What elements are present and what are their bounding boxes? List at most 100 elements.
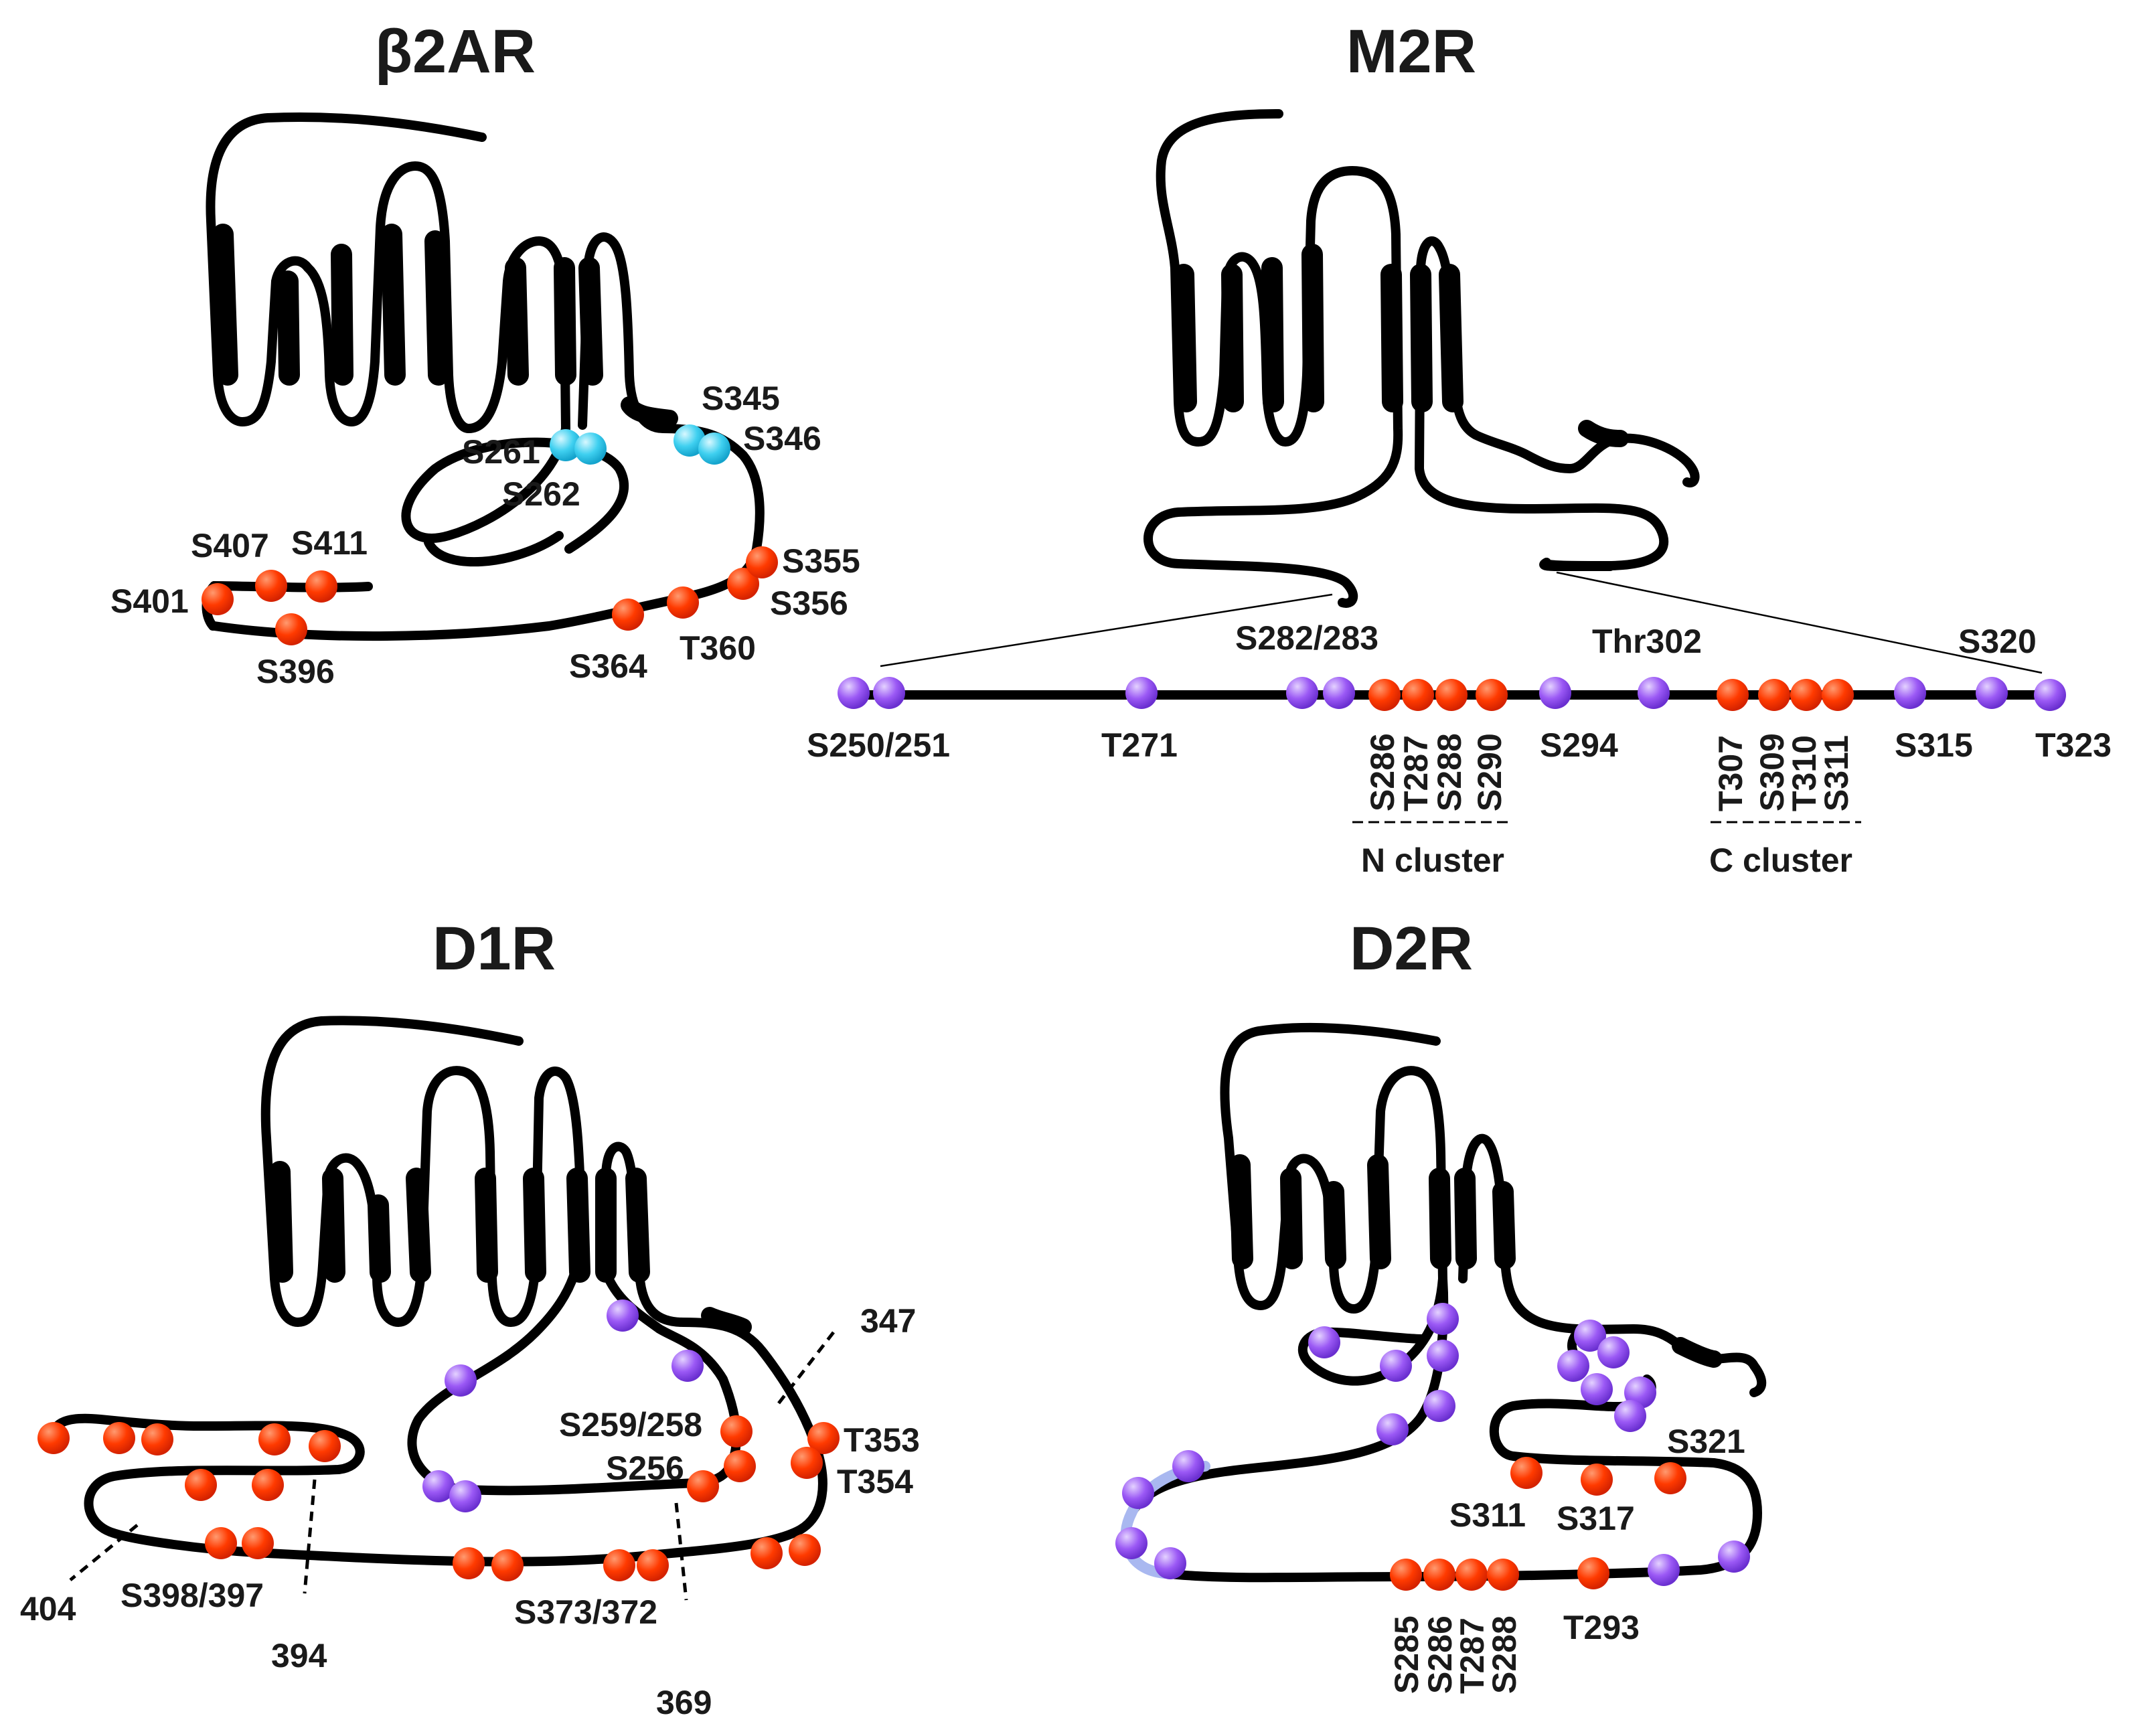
b2ar-site-s411 — [305, 570, 337, 603]
panel-b2ar: β2AR — [110, 17, 860, 690]
m2r-site-s320 — [1976, 677, 2008, 709]
d2r-receptor — [1120, 1023, 1767, 1583]
d2r-site-p1 — [1308, 1326, 1340, 1358]
d1r-dashes — [69, 1331, 835, 1601]
b2ar-site-s364 — [612, 599, 644, 631]
b2ar-site-s261 — [550, 429, 582, 461]
m2r-ncluster-label: N cluster — [1361, 842, 1504, 879]
d1r-site-s373 — [603, 1549, 635, 1581]
m2r-site-s311 — [1822, 679, 1854, 711]
m2r-site-s315 — [1894, 677, 1926, 709]
d2r-site-p18 — [1718, 1541, 1750, 1573]
m2r-site-t310 — [1790, 679, 1822, 711]
b2ar-site-s407 — [255, 570, 287, 602]
d1r-site-t353 — [807, 1422, 840, 1454]
d2r-label-s317: S317 — [1557, 1500, 1635, 1537]
d1r-dash-394 — [303, 1479, 317, 1594]
d2r-vsite-2: S286 — [1421, 1615, 1459, 1694]
m2r-ccluster-site-4: S311 — [1818, 735, 1855, 811]
m2r-label-t323: T323 — [2035, 726, 2112, 764]
b2ar-label-s262: S262 — [502, 475, 580, 513]
d1r-site-r11 — [309, 1430, 341, 1462]
b2ar-label-s411: S411 — [291, 524, 368, 562]
d2r-site-p16 — [1154, 1547, 1186, 1579]
m2r-site-t271 — [1125, 677, 1158, 709]
b2ar-label-s407: S407 — [191, 527, 269, 564]
panel-m2r: M2R — [807, 17, 2112, 879]
d2r-site-p14 — [1122, 1477, 1154, 1509]
m2r-ncluster-site-1: S286 — [1364, 733, 1401, 811]
m2r-labels: S282/283 Thr302 S320 S250/251 T271 S294 … — [807, 619, 2112, 879]
m2r-label-s294: S294 — [1540, 726, 1618, 764]
d1r-label-s259-258: S259/258 — [559, 1406, 702, 1443]
m2r-site-s294 — [1539, 677, 1571, 709]
m2r-site-s250 — [838, 677, 870, 709]
d2r-site-p4 — [1427, 1340, 1459, 1372]
m2r-ncluster-site-2: T287 — [1397, 735, 1435, 811]
m2r-label-s282-283: S282/283 — [1235, 619, 1378, 657]
d2r-labels: S321 S311 S317 T293 S285 S286 T287 S288 — [1388, 1423, 1745, 1694]
d1r-site-r10 — [258, 1423, 291, 1455]
panel-d2r: D2R — [1115, 915, 1767, 1694]
b2ar-site-s345 — [674, 424, 706, 457]
d2r-site-s321 — [1654, 1462, 1686, 1494]
d1r-label-s398-397: S398/397 — [121, 1577, 264, 1614]
d2r-site-t293 — [1577, 1557, 1609, 1589]
b2ar-site-s262 — [574, 432, 607, 465]
d2r-site-p10 — [1581, 1373, 1613, 1405]
m2r-label-thr302: Thr302 — [1592, 623, 1702, 660]
d2r-label-s311: S311 — [1449, 1496, 1526, 1534]
d1r-label-s256: S256 — [606, 1449, 684, 1487]
m2r-zoom-line-right — [1556, 571, 2043, 674]
b2ar-receptor — [202, 112, 765, 641]
m2r-ncluster-site-3: S288 — [1431, 733, 1468, 811]
d1r-site-r7 — [37, 1422, 70, 1454]
d2r-site-p5 — [1423, 1390, 1455, 1422]
d1r-site-p3 — [449, 1480, 481, 1512]
m2r-site-t323 — [2034, 679, 2066, 711]
d2r-site-p17 — [1648, 1554, 1680, 1586]
d1r-label-s373-372: S373/372 — [514, 1593, 657, 1631]
d1r-label-t353: T353 — [844, 1421, 920, 1459]
d2r-vsite-1: S285 — [1388, 1615, 1425, 1694]
d2r-site-t287 — [1455, 1559, 1488, 1591]
d2r-site-s311 — [1510, 1457, 1543, 1489]
m2r-receptor — [1143, 109, 1700, 608]
d2r-site-s288 — [1487, 1559, 1519, 1591]
b2ar-site-t360 — [667, 586, 699, 619]
d1r-site-s397 — [242, 1527, 274, 1559]
d2r-vsite-4: S288 — [1486, 1615, 1523, 1694]
m2r-site-t307 — [1717, 679, 1749, 711]
d2r-site-p2 — [1380, 1350, 1412, 1382]
m2r-ccluster-site-1: T307 — [1712, 735, 1749, 811]
m2r-site-t287 — [1402, 679, 1434, 711]
b2ar-label-s345: S345 — [702, 380, 780, 417]
d1r-sites — [37, 1299, 840, 1581]
b2ar-label-s356: S356 — [770, 584, 848, 622]
b2ar-label-s364: S364 — [569, 647, 647, 685]
d2r-site-s286 — [1423, 1559, 1455, 1591]
d2r-site-p6 — [1376, 1413, 1409, 1445]
d1r-label-347: 347 — [860, 1302, 916, 1340]
d2r-title: D2R — [1350, 915, 1473, 983]
d1r-site-r3 — [453, 1547, 485, 1579]
d2r-site-p15 — [1115, 1527, 1148, 1559]
d2r-site-p3 — [1427, 1303, 1459, 1335]
d2r-vsite-3: T287 — [1453, 1617, 1491, 1694]
d1r-dash-347 — [775, 1331, 835, 1407]
m2r-site-s309 — [1758, 679, 1790, 711]
m2r-ccluster-site-3: T310 — [1786, 735, 1823, 811]
b2ar-sites — [202, 424, 778, 645]
b2ar-site-s396 — [275, 613, 307, 645]
m2r-site-s286 — [1368, 679, 1401, 711]
d1r-dash-369 — [674, 1502, 688, 1601]
m2r-sites — [838, 677, 2066, 711]
m2r-site-s288 — [1435, 679, 1468, 711]
d1r-site-s372 — [637, 1549, 669, 1581]
d1r-site-p1 — [445, 1364, 477, 1397]
d1r-label-369: 369 — [656, 1684, 712, 1721]
m2r-site-s290 — [1476, 679, 1508, 711]
d2r-label-t293: T293 — [1563, 1609, 1640, 1646]
d2r-site-s285 — [1390, 1559, 1422, 1591]
